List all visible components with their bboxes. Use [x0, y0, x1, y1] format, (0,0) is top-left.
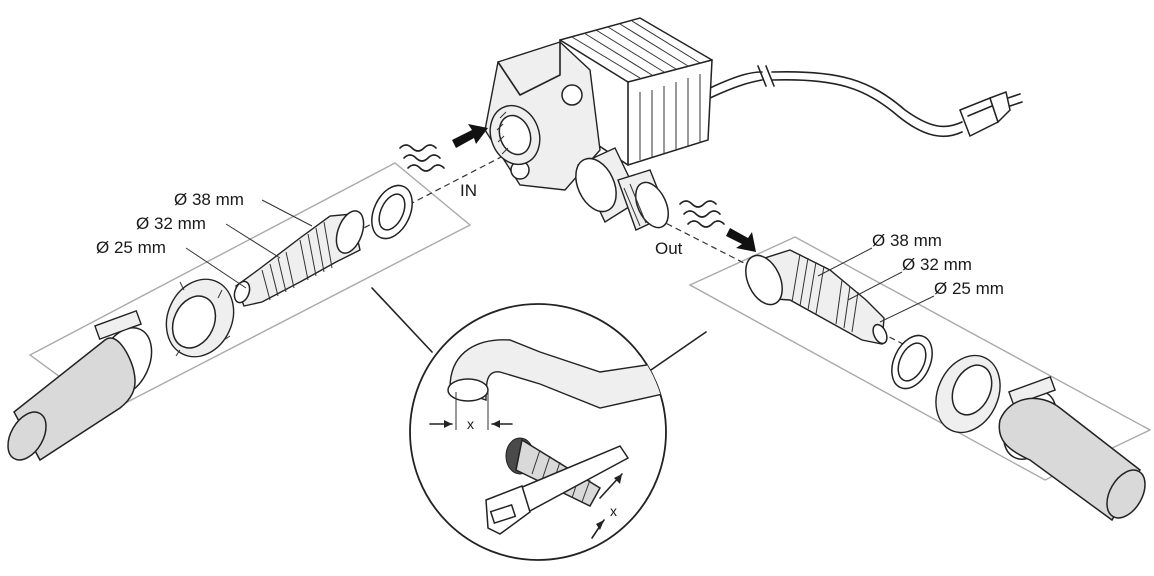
left-stepped-hose-connector-icon — [233, 210, 365, 307]
right-hose-icon — [998, 397, 1146, 522]
right-leader-38 — [817, 247, 873, 277]
left-leader-25 — [185, 247, 247, 289]
left-union-nut-icon — [165, 278, 235, 358]
right-stepped-hose-connector-icon — [745, 249, 888, 345]
right-leader-25 — [879, 295, 935, 323]
right-diameter-32-label: Ø 32 mm — [902, 255, 972, 274]
detail-cut-illustration — [429, 339, 666, 539]
outlet-arrow-icon — [726, 228, 756, 252]
detail-connector-right — [647, 331, 707, 373]
water-wave-icon — [399, 144, 445, 172]
outlet-label: Out — [655, 239, 683, 258]
power-plug-icon — [959, 90, 1023, 138]
right-diameter-25-label: Ø 25 mm — [934, 279, 1004, 298]
detail-measure-x-top: x — [467, 416, 474, 432]
left-leader-32 — [225, 223, 281, 259]
left-seal-ring-icon — [371, 184, 413, 240]
left-diameter-25-label: Ø 25 mm — [96, 238, 166, 257]
cutting-knife-icon — [485, 445, 630, 535]
left-hose-icon — [7, 337, 136, 462]
right-union-nut-icon — [935, 354, 1001, 434]
detail-connector-left — [371, 287, 433, 353]
inlet-arrow-icon — [452, 124, 488, 148]
left-diameter-32-label: Ø 32 mm — [136, 214, 206, 233]
inlet-label: IN — [460, 181, 477, 200]
pump-motor-icon — [484, 17, 713, 231]
left-leader-38 — [261, 199, 313, 227]
detail-measure-x-bottom: x — [610, 503, 617, 519]
detail-callout-circle — [409, 303, 667, 561]
right-seal-ring-icon — [891, 334, 933, 390]
left-diameter-38-label: Ø 38 mm — [174, 190, 244, 209]
right-assembly-frame — [688, 236, 1152, 481]
outlet-water-wave-icon — [679, 200, 725, 228]
power-cable — [709, 65, 963, 138]
right-diameter-38-label: Ø 38 mm — [872, 231, 942, 250]
right-leader-32 — [847, 271, 903, 301]
